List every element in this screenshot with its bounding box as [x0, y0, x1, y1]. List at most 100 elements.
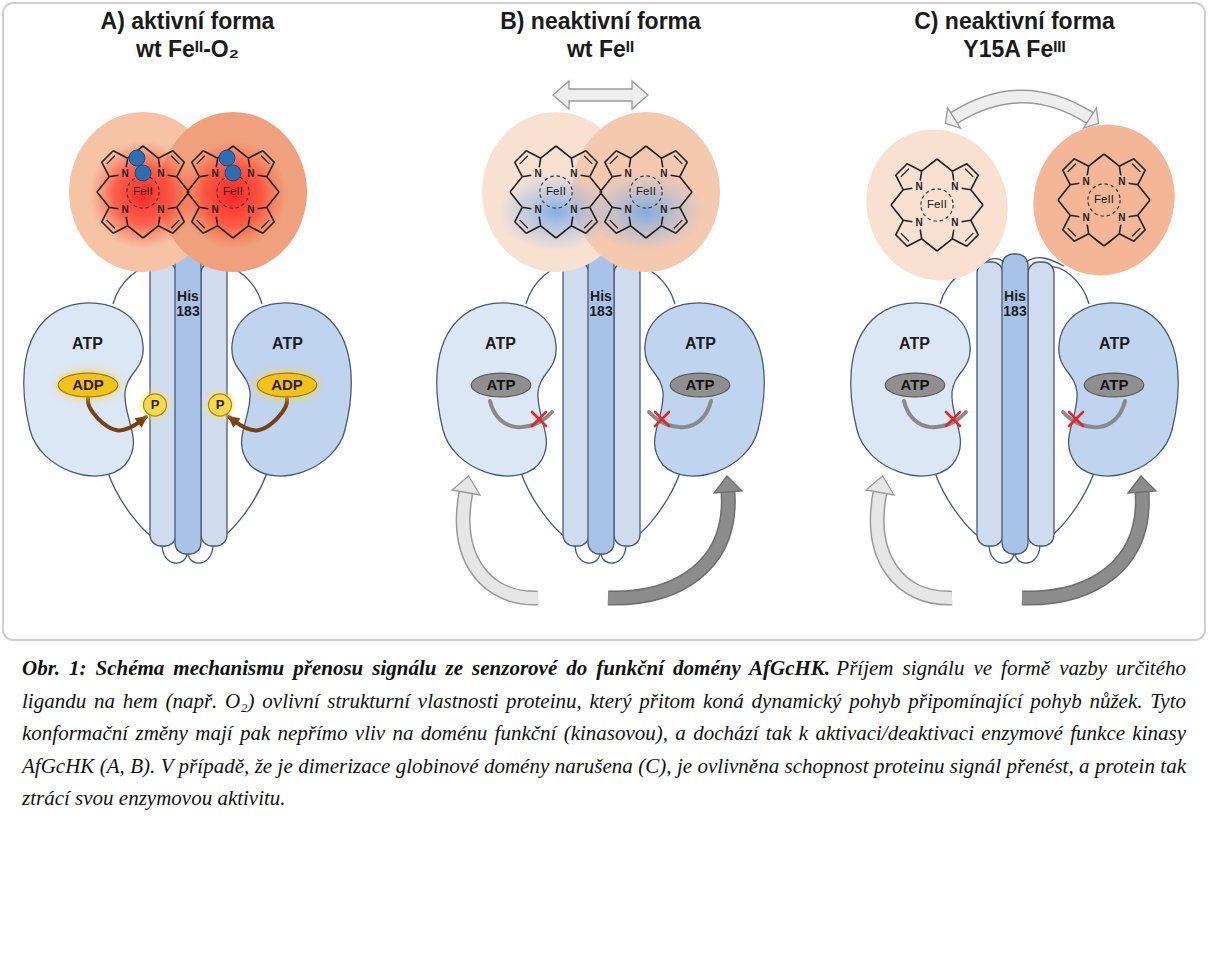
figure-caption: Obr. 1: Schéma mechanismu přenosu signál… [22, 652, 1186, 815]
oxygen-atom [129, 150, 145, 166]
figure-panel: A) aktivní formawt Feᴵᴵ-O₂ FeII N N N N FeII N N… [15, 0, 360, 630]
figure-panel: C) neaktivní formaY15A FeᴵᴵᴵFeIINNNNFeII… [842, 0, 1187, 630]
globin-domain [847, 111, 1027, 299]
node-label: FeII [636, 185, 656, 199]
node-label: P [151, 397, 160, 413]
arrow-head [1084, 108, 1099, 128]
node-label: ATP [487, 376, 516, 394]
motion-arrow [954, 97, 1090, 119]
blocked-transfer [904, 401, 966, 427]
nitrogen-atom: N [951, 218, 958, 228]
oxygen-atom [219, 150, 235, 166]
nitrogen-atom: N [1083, 177, 1090, 187]
phosphate-circle: P [208, 393, 232, 417]
nitrogen-atom: N [660, 205, 667, 215]
node-label: ATP [901, 376, 930, 394]
helix-bundle: His 183 [169, 285, 207, 345]
porphyrin [600, 146, 692, 238]
oxygen-atom [225, 165, 241, 181]
outline [1084, 373, 1144, 397]
node-label: ATP [272, 334, 303, 353]
motion-arrow [553, 81, 648, 109]
heme-group: FeIINNNN [1064, 160, 1144, 240]
node-label: ATP [686, 376, 715, 394]
porphyrin [891, 159, 983, 251]
nucleotide-oval: ATP [1083, 372, 1145, 398]
nucleotide-oval: ATP [669, 372, 731, 398]
outline [257, 373, 317, 397]
phosphorylation-arrow [88, 399, 146, 430]
node-label: ATP [485, 334, 516, 353]
panel-heading: C) neaktivní forma [842, 8, 1187, 36]
heme-group: FeII N N N N [516, 152, 596, 232]
nitrogen-atom: N [157, 169, 164, 179]
node-label: ATP [899, 334, 930, 353]
nitrogen-atom: N [625, 169, 632, 179]
panel-subheading: wt Feᴵᴵ [428, 36, 773, 64]
nitrogen-atom: N [212, 169, 219, 179]
outline [58, 373, 118, 397]
node-label: ATP [1100, 376, 1129, 394]
nitrogen-atom: N [570, 205, 577, 215]
kinase-domain: ATP ATP [648, 322, 753, 452]
kinase-domain-art [851, 254, 1178, 563]
nitrogen-atom: N [157, 205, 164, 215]
porphyrin [1058, 154, 1150, 246]
node-label: FeII [223, 185, 243, 199]
nucleotide-oval: ADP [256, 372, 318, 398]
outline [885, 373, 945, 397]
blocked-transfer [490, 401, 552, 427]
nitrogen-atom: N [570, 169, 577, 179]
outline [208, 394, 231, 416]
motion-arrows [452, 476, 742, 598]
kinase-domain: ATP ATP [862, 322, 967, 452]
nucleotide-oval: ATP [470, 372, 532, 398]
panel-b-art [437, 81, 764, 598]
nitrogen-atom: N [1118, 213, 1125, 223]
helix-bundle: His 183 [996, 285, 1034, 345]
helix-bundle: His 183 [582, 285, 620, 345]
nitrogen-atom: N [1083, 213, 1090, 223]
panel-heading: A) aktivní forma [15, 8, 360, 36]
panel-a-art [24, 112, 351, 563]
nitrogen-atom: N [951, 182, 958, 192]
kinase-domain: ATP ADP [235, 322, 340, 452]
globin-domain [159, 112, 307, 272]
outline [670, 373, 730, 397]
node-label: ATP [72, 334, 103, 353]
node-label: FeII [133, 185, 153, 199]
porphyrin [187, 146, 279, 238]
node-label: P [216, 397, 225, 413]
node-label: His 183 [996, 289, 1034, 320]
nitrogen-atom: N [1118, 177, 1125, 187]
nitrogen-atom: N [247, 169, 254, 179]
nitrogen-atom: N [247, 205, 254, 215]
outline [143, 394, 166, 416]
nitrogen-atom: N [122, 169, 129, 179]
porphyrin [510, 146, 602, 238]
outline [471, 373, 531, 397]
phosphate-circle: P [143, 393, 167, 417]
kinase-domain-art [24, 254, 351, 563]
node-label: FeII [546, 185, 566, 199]
kinase-domain: ATPATP [1062, 322, 1167, 452]
nucleotide-oval: ADP [57, 372, 119, 398]
phosphorylation-arrow [229, 399, 287, 430]
panel-c-art [847, 97, 1194, 599]
node-label: ATP [685, 334, 716, 353]
globin-domain [1014, 106, 1194, 294]
nitrogen-atom: N [535, 169, 542, 179]
nitrogen-atom: N [916, 218, 923, 228]
nitrogen-atom: N [122, 205, 129, 215]
blocked-transfer [1063, 401, 1125, 427]
figure-frame [3, 3, 1205, 640]
figure-panel: B) neaktivní formawt FeᴵᴵFeIINNNNFeIINNN… [428, 0, 773, 630]
panel-subheading: wt Feᴵᴵ-O₂ [15, 36, 360, 64]
node-label: His 183 [582, 289, 620, 320]
nitrogen-atom: N [535, 205, 542, 215]
kinase-domain: ATP ADP [35, 322, 140, 452]
blocked-transfer [649, 401, 711, 427]
nitrogen-atom: N [916, 182, 923, 192]
